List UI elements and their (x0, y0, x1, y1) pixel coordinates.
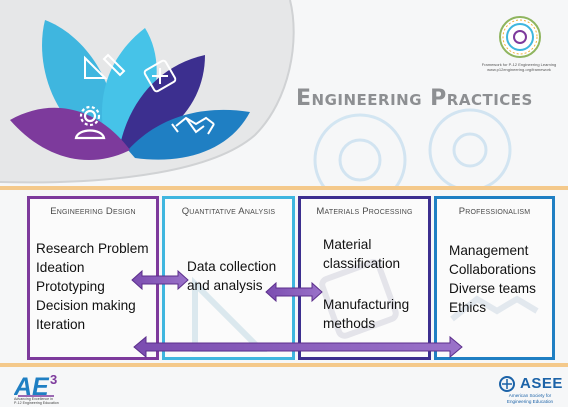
practice-box-engineering-design: Engineering Design Research Problem Idea… (27, 196, 159, 360)
practice-item: Collaborations (449, 262, 536, 277)
ae3-tagline-line-1: Advancing Excellence in (14, 397, 53, 401)
handshake-watermark-icon (450, 295, 539, 322)
practice-heading: Quantitative Analysis (181, 206, 276, 217)
petal-purple (10, 107, 130, 160)
framework-caption-line-2: www.p12engineering.org/framework (487, 67, 551, 72)
ae3-logo-superscript: 3 (50, 372, 57, 387)
practice-item: Material (323, 237, 372, 252)
petal-dark-indigo (120, 55, 205, 150)
practice-item: methods (323, 316, 376, 331)
practice-item: Prototyping (36, 279, 105, 294)
petal-blue (128, 109, 250, 160)
gear-person-icon (74, 105, 106, 140)
ruler-pencil-icon (84, 53, 126, 79)
page-title: Engineering Practices (296, 86, 533, 111)
practice-item: Ethics (449, 300, 487, 315)
practice-box-quantitative-analysis: Quantitative Analysis Data collection an… (162, 196, 295, 360)
framework-caption: Framework for P-12 Engineering Learning … (470, 62, 568, 72)
practice-items: Management Collaborations Diverse teams … (449, 241, 536, 317)
practice-heading: Materials Processing (316, 206, 413, 217)
practice-box-materials-processing: Materials Processing Material classifica… (298, 196, 431, 360)
practice-item: Research Problem (36, 241, 149, 256)
practice-heading: Professionalism (458, 206, 531, 217)
puzzle-icon (143, 59, 177, 93)
practice-item: Ideation (36, 260, 85, 275)
practice-item: and analysis (187, 278, 263, 293)
handshake-icon (171, 116, 215, 135)
ae3-logo: AE 3 (13, 372, 74, 403)
practice-item: Iteration (36, 317, 86, 332)
top-band (0, 186, 568, 190)
practice-box-professionalism: Professionalism Management Collaboration… (434, 196, 555, 360)
practice-item: Diverse teams (449, 281, 536, 296)
lotus-header-graphic (0, 0, 541, 190)
bottom-band (0, 363, 568, 367)
practice-heading: Engineering Design (50, 206, 136, 217)
practice-item: Manufacturing (323, 297, 410, 312)
ae3-logo-text: AE (14, 373, 50, 398)
asee-logo-text: ASEE (520, 375, 563, 392)
practice-items: Data collection and analysis (187, 257, 276, 295)
practice-item: Data collection (187, 259, 277, 274)
practice-item: classification (323, 256, 401, 271)
asee-tagline-line-2: Engineering Education (506, 398, 554, 404)
practice-items: Research Problem Ideation Prototyping De… (36, 239, 149, 334)
ae3-logo-mark: AE 3 (13, 372, 57, 401)
ae3-tagline: Advancing Excellence in P-12 Engineering… (14, 397, 59, 405)
asee-tagline-line-1: American Society for (508, 393, 552, 398)
practice-item: Management (449, 243, 529, 258)
framework-seal-icon (499, 16, 541, 58)
practice-item: Decision making (36, 298, 136, 313)
ae3-tagline-line-2: P-12 Engineering Education (14, 401, 59, 405)
puzzle-watermark-icon (319, 259, 399, 339)
asee-tagline: American Society for Engineering Educati… (496, 393, 564, 404)
practice-items: Material classification (323, 235, 400, 273)
framework-caption-line-1: Framework for P-12 Engineering Learning (481, 62, 557, 67)
asee-logo-icon (499, 376, 515, 392)
practice-items: Manufacturing methods (323, 295, 409, 333)
